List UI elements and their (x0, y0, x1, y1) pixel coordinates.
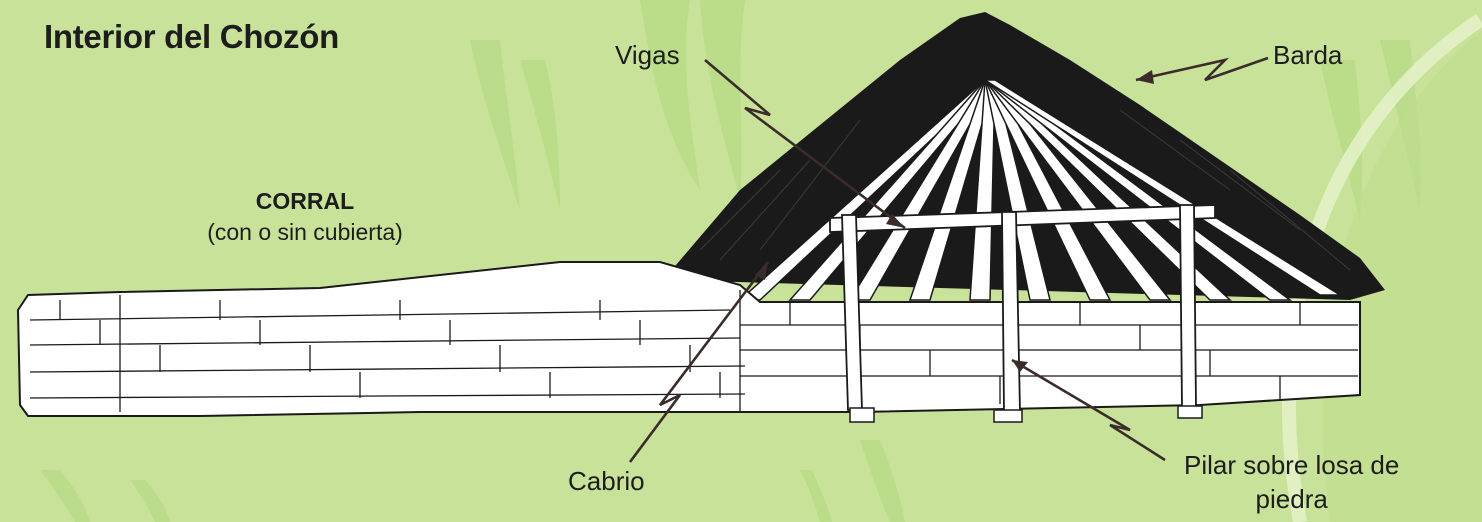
label-vigas: Vigas (615, 40, 680, 71)
diagram-title: Interior del Chozón (44, 18, 339, 56)
leader-barda (1136, 58, 1268, 80)
label-pilar-line1: Pilar sobre losa de (1184, 448, 1399, 482)
label-pilar: Pilar sobre losa de piedra (1184, 448, 1399, 516)
label-cabrio: Cabrio (568, 466, 645, 497)
label-pilar-line2: piedra (1184, 482, 1399, 516)
label-barda: Barda (1273, 40, 1342, 71)
corral-subtitle: (con o sin cubierta) (160, 219, 450, 246)
corral-name: CORRAL (160, 188, 450, 215)
corral-label: CORRAL (con o sin cubierta) (160, 188, 450, 246)
